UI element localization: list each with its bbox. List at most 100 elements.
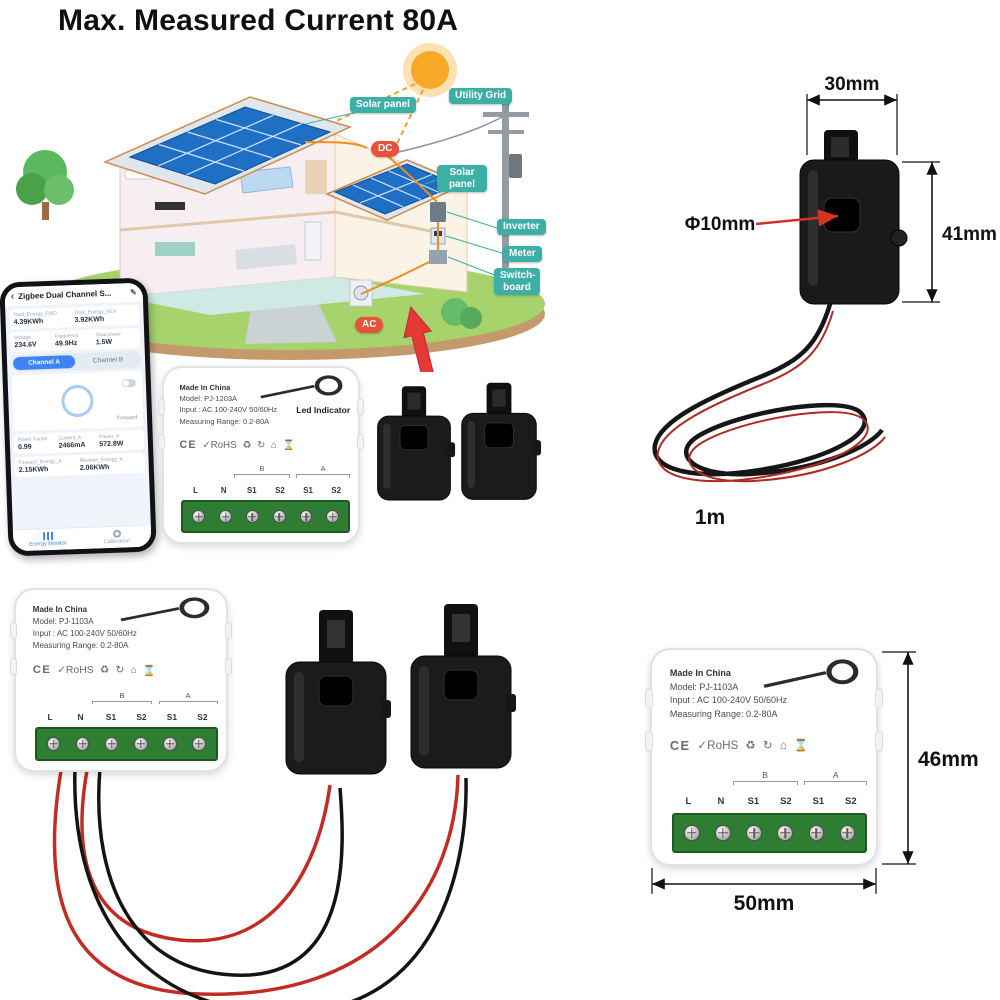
- module-model: Model: PJ-1103A: [669, 681, 739, 692]
- terminal-screw: [777, 825, 793, 841]
- pole-crossarm: [488, 130, 524, 134]
- terminal-label-n: N: [220, 486, 227, 496]
- green-dot-recycle-icon: ↻: [115, 665, 125, 677]
- module-model: Model: PJ-1203A: [179, 394, 238, 404]
- module-model: Model: PJ-1103A: [32, 617, 94, 627]
- terminal-label-l: L: [193, 486, 198, 496]
- terminal-screw: [272, 510, 286, 524]
- stat-value: 2.15KWh: [18, 466, 49, 475]
- inverter-box: [430, 202, 446, 222]
- ct-clamp-small: [377, 386, 456, 501]
- energy-meter-module-br: Made In China Model: PJ-1103A Input : AC…: [645, 648, 883, 866]
- tab-channel-b[interactable]: Channel B: [92, 356, 124, 365]
- gauge-ring[interactable]: [60, 384, 94, 418]
- house-mark-icon: ⌂: [779, 738, 787, 752]
- terminal-label-s1: S1: [105, 712, 117, 723]
- stat-value: 2.06KWh: [79, 463, 110, 472]
- sensor-wire-red: [656, 310, 886, 483]
- house-floor: [120, 277, 425, 315]
- side-clip: [874, 731, 883, 751]
- utility-pole: [502, 100, 509, 300]
- terminal-label-s2: S2: [845, 795, 857, 807]
- hero-scene: Max. Measured Current 80A: [0, 0, 560, 560]
- led-indicator-annotation: [260, 375, 343, 399]
- sun-icon: [411, 51, 449, 89]
- energy-meter-module-bl: Made In China Model: PJ-1103A Input : AC…: [9, 588, 233, 772]
- rohs-check-icon: ✓RoHS: [202, 439, 237, 451]
- terminal-label-l: L: [685, 795, 692, 807]
- callout-meter: Meter: [503, 246, 542, 262]
- sofa: [155, 242, 195, 256]
- terminal-label-l: L: [47, 712, 53, 723]
- hourglass-mark-icon: ⌛: [142, 665, 156, 677]
- terminal-group-b: B: [234, 465, 290, 477]
- tab-channel-a[interactable]: Channel A: [12, 355, 76, 371]
- terminal-screw: [746, 825, 762, 841]
- ce-mark-icon: CE: [179, 439, 197, 452]
- pole-transformer: [509, 154, 522, 178]
- antenna-pull-ring: [763, 658, 859, 688]
- terminal-label-s2: S2: [331, 486, 342, 496]
- terminal-labels: L N S1 S2 S1 S2: [672, 796, 867, 807]
- callout-inverter: Inverter: [497, 219, 546, 235]
- antenna-pull-ring: [120, 597, 210, 622]
- terminal-screw: [75, 737, 90, 751]
- clamp-screw-knob: [890, 229, 908, 247]
- tv: [155, 202, 185, 210]
- stat-value: 0.99: [17, 443, 32, 452]
- callout-utility-grid: Utility Grid: [449, 88, 513, 104]
- ct-wire-red: [80, 764, 332, 943]
- ce-mark-icon: CE: [32, 664, 51, 677]
- led-indicator-label: Led Indicator: [296, 404, 351, 415]
- module-range: Measuring Range: 0.2-80A: [32, 641, 129, 651]
- nav-energy-monitor[interactable]: Energy Monitor: [13, 531, 82, 548]
- channel-tabs: Channel A Channel B: [10, 350, 142, 373]
- gauge-card: Forward: [11, 370, 144, 432]
- nav-calibration[interactable]: Calibration: [82, 529, 151, 546]
- side-clip: [357, 399, 364, 415]
- callout-solar-panel-1: Solar panel: [350, 97, 416, 113]
- ct-wire-black: [97, 767, 344, 977]
- direction-toggle[interactable]: [121, 378, 136, 388]
- back-icon[interactable]: ‹: [10, 291, 15, 303]
- callout-switch-board: Switch-board: [494, 268, 540, 295]
- smartphone: ‹ Zigbee Dual Channel S... ✎ Total_Energ…: [0, 277, 157, 557]
- stat-value: 4.39KWh: [13, 318, 44, 327]
- hourglass-mark-icon: ⌛: [282, 439, 295, 451]
- module-made-in: Made In China: [179, 382, 231, 392]
- ct-clamp-large: [799, 130, 908, 305]
- dim-label-41mm: 41mm: [942, 224, 997, 245]
- clamp-window: [399, 424, 429, 451]
- terminal-group-a: A: [159, 691, 218, 705]
- mobius-recycle-icon: ♻: [745, 739, 756, 753]
- terminal-label-n: N: [717, 795, 725, 807]
- terminal-screw: [684, 825, 700, 841]
- terminal-label-s1: S1: [166, 712, 178, 723]
- calibration-icon: [112, 529, 121, 538]
- floor-slab: [119, 210, 436, 234]
- module-with-clamps-photo: Made In China Model: PJ-1103A Input : AC…: [0, 560, 560, 1000]
- wardrobe: [305, 160, 327, 194]
- direction-label: Forward: [116, 414, 138, 422]
- dim-label-hole: Φ10mm: [685, 214, 756, 235]
- ct-clamp-small: [461, 382, 542, 500]
- edit-icon[interactable]: ✎: [129, 287, 137, 298]
- terminal-screw: [192, 737, 206, 751]
- side-clip: [357, 434, 364, 450]
- clamp-window: [443, 669, 479, 701]
- clamp-window: [484, 422, 514, 449]
- nav-label: Calibration: [103, 538, 131, 546]
- stat-value: 1.5W: [95, 338, 113, 347]
- side-clip: [874, 688, 883, 708]
- tree-trunk: [42, 202, 49, 220]
- dc-wiring: [304, 141, 439, 295]
- terminal-group-a: A: [296, 465, 350, 477]
- terminal-label-s1: S1: [246, 486, 257, 496]
- side-clip: [224, 658, 233, 675]
- callout-solar-panel-2: Solar panel: [437, 165, 487, 192]
- dim-label-30mm: 30mm: [825, 74, 880, 95]
- terminal-label-n: N: [77, 712, 84, 723]
